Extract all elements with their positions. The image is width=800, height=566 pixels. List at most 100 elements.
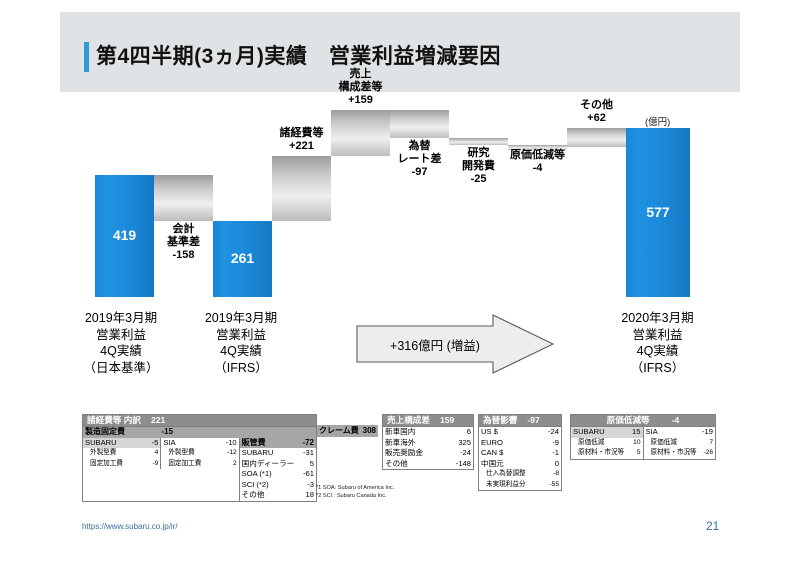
row-value: -9 xyxy=(552,437,559,447)
waterfall-segment-label: 原価低減等-4 xyxy=(488,149,588,175)
row-value: -9 xyxy=(152,459,159,467)
axis-caption-start-line: （日本基準） xyxy=(83,360,159,375)
row-label: EURO xyxy=(481,437,503,447)
table-row: SUBARU-5 xyxy=(83,437,161,448)
axis-caption-mid-line: 営業利益 xyxy=(215,327,266,342)
axis-caption-end-line: 営業利益 xyxy=(632,327,683,342)
segment-name-line: 原価低減等 xyxy=(510,148,565,161)
segment-value-label: +62 xyxy=(587,112,606,125)
row-label: その他 xyxy=(241,490,265,499)
row-label: その他 xyxy=(385,458,408,468)
row-value: 5 xyxy=(309,458,314,468)
waterfall-delta-bar xyxy=(272,156,331,221)
row-value: 2 xyxy=(232,459,237,467)
segment-name-line: 構成差等 xyxy=(338,80,383,93)
group-label: 販管費 xyxy=(241,437,266,447)
row-value: 10 xyxy=(633,438,641,446)
row-value: -1 xyxy=(552,448,559,457)
table-row: 原価低減 10 xyxy=(571,438,643,449)
waterfall-delta-bar xyxy=(331,109,390,157)
axis-caption-mid-line: 4Q実績 xyxy=(220,344,262,358)
footer-url[interactable]: https://www.subaru.co.jp/ir/ xyxy=(82,522,178,531)
table-title: 売上構成差 xyxy=(387,415,430,425)
waterfall-segment-label: その他+62 xyxy=(547,99,647,125)
table-row: 未実現利益分-55 xyxy=(479,480,561,491)
table-row: 原価低減 7 xyxy=(644,438,716,449)
row-label: SIA xyxy=(645,427,658,436)
row-label: CAN $ xyxy=(481,448,504,457)
row-value: -148 xyxy=(455,458,471,468)
group-spacer xyxy=(240,427,317,438)
row-label: 原価低減 xyxy=(578,438,605,446)
group-value: -72 xyxy=(302,437,314,447)
segment-name-line: 研究 xyxy=(467,147,490,160)
waterfall-segment-label: 売上構成差等+159 xyxy=(311,68,411,107)
title-band xyxy=(60,12,740,92)
row-label: 原価低減 xyxy=(650,438,677,446)
segment-name-line: レート差 xyxy=(397,153,442,166)
table-total: 221 xyxy=(150,415,166,425)
row-value: -61 xyxy=(303,469,314,478)
row-label: SUBARU xyxy=(241,448,274,457)
table-group-header: 販管費 -72 xyxy=(239,437,316,448)
axis-caption-start-line: 営業利益 xyxy=(95,327,146,342)
axis-caption-start-line: 4Q実績 xyxy=(100,344,142,358)
table-row: その他 -148 xyxy=(383,459,473,470)
table-row: SOA (*1)-61 xyxy=(240,469,316,480)
row-label: SUBARU xyxy=(85,437,117,447)
row-label: 外製型費 xyxy=(168,449,195,456)
page-title: 第4四半期(3ヵ月)実績 営業利益増減要因 xyxy=(96,45,501,68)
segment-name-line: 開発費 xyxy=(462,160,495,173)
row-value: 7 xyxy=(709,438,713,446)
table-row: 販売奨励金-24 xyxy=(383,448,473,459)
table-row: 仕入為替調整-8 xyxy=(479,469,561,480)
table-column: SIA -19 原価低減 7 原材料・市況等-26 xyxy=(642,427,716,459)
segment-name-line: 売上 xyxy=(349,67,372,80)
table-row: SUBARU-31 xyxy=(240,448,316,459)
table-row: 固定加工費-9 xyxy=(83,459,160,470)
row-value: -24 xyxy=(460,448,471,457)
bar-value-label: 261 xyxy=(230,249,255,266)
waterfall-total-bar: 577 xyxy=(626,128,690,297)
net-change-arrow: +316億円 (増益) xyxy=(355,313,555,375)
group-value: -15 xyxy=(161,427,174,436)
group-value: 308 xyxy=(362,426,376,435)
row-value: -19 xyxy=(702,427,713,436)
waterfall-total-bar: 261 xyxy=(213,220,272,297)
waterfall-delta-bar xyxy=(567,128,626,147)
row-label: US $ xyxy=(481,427,498,436)
table-title: 原価低減等 xyxy=(606,415,650,425)
segment-value-label: -25 xyxy=(470,173,487,186)
group-label: クレーム費 xyxy=(319,426,359,435)
waterfall-segment-label: 諸経費等+221 xyxy=(252,127,352,153)
table-row: 原材料・市況等-26 xyxy=(644,448,716,459)
table-footnotes: *1 SOA: Subaru of America Inc.*2 SCI : S… xyxy=(316,485,411,500)
row-label: SCI (*2) xyxy=(241,479,269,489)
row-value: -26 xyxy=(703,449,713,456)
row-label: 原材料・市況等 xyxy=(578,449,625,456)
axis-caption-end-line: 4Q実績 xyxy=(636,344,679,358)
row-label: 新車海外 xyxy=(385,437,416,447)
table-title: 為替影響 xyxy=(483,415,518,425)
row-label: 外製型費 xyxy=(90,449,117,456)
table-row: SCI (*2)-3 xyxy=(240,480,316,491)
row-value: -8 xyxy=(553,470,559,477)
table-row: CAN $ -1 xyxy=(479,448,561,459)
net-change-label: +316億円 (増益) xyxy=(390,339,480,353)
